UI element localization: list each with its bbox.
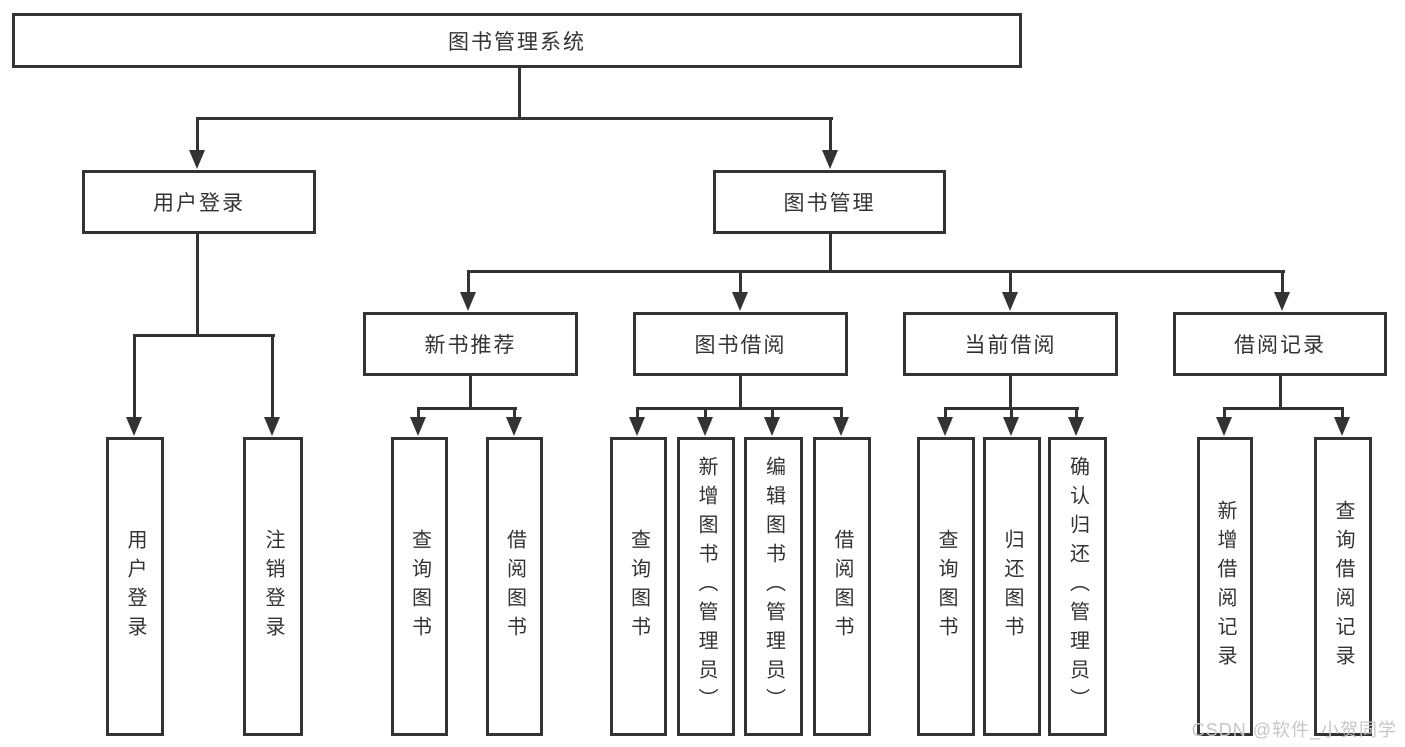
leaf-borrow-edit-books-admin: 编辑图书（管理员） [744,437,803,736]
connector-newbook-hbar [417,407,517,410]
connector-stub-user-login [196,117,199,152]
arrowhead-nb-borrow [506,417,522,436]
leaf-label: 查询借阅记录 [1332,499,1354,674]
connector-stub-book-borrow [739,270,742,294]
leaf-label: 查询图书 [627,528,650,645]
connector-stub-new-book [467,270,470,294]
arrowhead-bb-edit [764,417,780,436]
connector-root-drop [518,66,521,119]
node-current-borrow: 当前借阅 [903,312,1118,376]
arrowhead-bb-query [629,417,645,436]
leaf-user-login: 用户登录 [106,437,164,736]
leaf-current-confirm-return-admin: 确认归还（管理员） [1048,437,1107,736]
arrowhead-cb-return [1003,417,1019,436]
leaf-newbook-query-books: 查询图书 [391,437,448,736]
connector-bookborrow-drop [739,374,742,410]
node-label: 图书借阅 [694,334,787,357]
connector-currentborrow-drop [1009,374,1012,410]
connector-stub-nb-borrow [513,407,516,419]
connector-stub-book-management [829,117,832,152]
arrowhead-cb-confirm [1068,417,1084,436]
connector-stub-br-query [1341,407,1344,419]
connector-stub-logout-leaf [271,334,274,419]
connector-borrowrecords-drop [1279,374,1282,410]
node-label: 图书管理 [783,192,876,215]
node-label: 图书管理系统 [448,30,586,54]
connector-stub-bb-query [636,407,639,419]
connector-borrowrecords-hbar [1223,407,1344,410]
leaf-borrow-add-books-admin: 新增图书（管理员） [677,437,735,736]
node-borrow-records: 借阅记录 [1173,312,1387,376]
leaf-label: 新增借阅记录 [1214,499,1236,674]
leaf-logout: 注销登录 [243,437,303,736]
leaf-current-return-books: 归还图书 [983,437,1041,736]
connector-stub-br-add [1223,407,1226,419]
leaf-label: 编辑图书（管理员） [762,456,785,717]
connector-stub-cb-query [944,407,947,419]
arrowhead-br-add [1216,417,1232,436]
connector-newbook-drop [469,374,472,410]
connector-bookmgmt-hbar [467,270,1285,273]
node-book-borrow: 图书借阅 [633,312,848,376]
connector-stub-cb-return [1010,407,1013,419]
leaf-label: 归还图书 [1001,528,1023,645]
leaf-label: 借阅图书 [503,528,526,645]
connector-bookmgmt-drop [829,232,832,273]
arrowhead-current-borrow [1002,292,1018,311]
connector-stub-current-borrow [1009,270,1012,294]
leaf-borrow-borrow-books: 借阅图书 [813,437,871,736]
connector-userlogin-hbar [133,334,275,337]
leaf-label: 注销登录 [262,528,284,645]
connector-stub-bb-borrow [840,407,843,419]
connector-userlogin-drop [196,232,199,337]
node-label: 用户登录 [153,192,245,215]
leaf-records-query-record: 查询借阅记录 [1314,437,1372,736]
node-root-library-system: 图书管理系统 [12,13,1022,68]
connector-stub-borrow-records [1281,270,1284,294]
leaf-label: 新增图书（管理员） [695,456,717,717]
leaf-borrow-query-books: 查询图书 [610,437,667,736]
node-user-login: 用户登录 [82,170,316,234]
arrowhead-bb-add [697,417,713,436]
connector-stub-cb-confirm [1075,407,1078,419]
node-label: 新书推荐 [424,334,517,357]
arrowhead-cb-query [937,417,953,436]
connector-root-hbar [196,117,833,120]
connector-stub-bb-add [704,407,707,419]
leaf-newbook-borrow-books: 借阅图书 [486,437,543,736]
arrowhead-new-book [460,292,476,311]
leaf-label: 查询图书 [408,528,431,645]
connector-stub-login-leaf [133,334,136,419]
leaf-label: 借阅图书 [831,528,853,645]
node-new-book-recommend: 新书推荐 [363,312,578,376]
arrowhead-br-query [1334,417,1350,436]
connector-stub-bb-edit [771,407,774,419]
leaf-current-query-books: 查询图书 [917,437,975,736]
arrowhead-book-borrow [732,292,748,311]
leaf-label: 查询图书 [935,528,957,645]
leaf-label: 用户登录 [124,528,146,645]
arrowhead-logout-leaf [264,417,280,436]
arrowhead-borrow-records [1274,292,1290,311]
csdn-watermark: CSDN @软件_小贺同学 [1191,720,1397,740]
node-label: 借阅记录 [1234,334,1326,357]
arrowhead-nb-query [410,417,426,436]
leaf-records-add-record: 新增借阅记录 [1197,437,1253,736]
connector-bookborrow-hbar [636,407,843,410]
arrowhead-book-management [822,150,838,169]
arrowhead-user-login [189,150,205,169]
node-label: 当前借阅 [964,334,1057,357]
arrowhead-bb-borrow [833,417,849,436]
leaf-label: 确认归还（管理员） [1066,456,1089,717]
arrowhead-login-leaf [126,417,142,436]
node-book-management: 图书管理 [713,170,946,234]
connector-stub-nb-query [417,407,420,419]
